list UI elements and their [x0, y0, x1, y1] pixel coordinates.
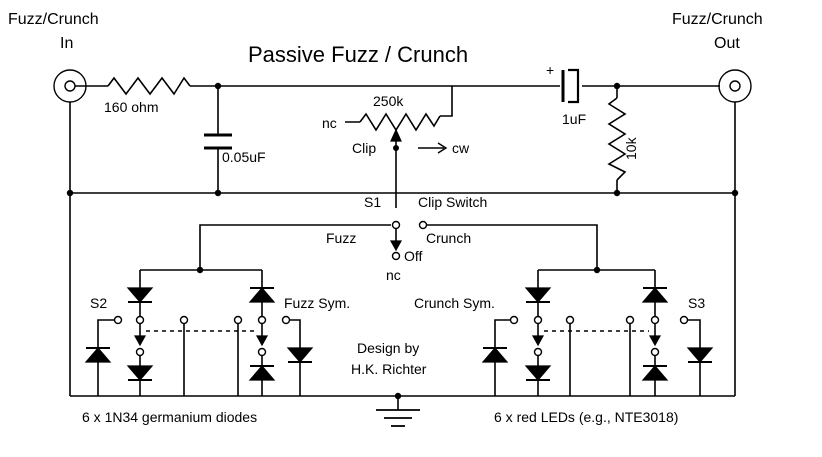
capacitor-c2	[561, 68, 580, 104]
clip-switch-label: Clip Switch	[418, 194, 487, 210]
junction-dot	[613, 189, 621, 197]
capacitor-c1	[204, 133, 232, 150]
junction-dot	[214, 189, 222, 197]
crunch-label: Crunch	[426, 230, 471, 246]
output-jack	[718, 69, 752, 103]
s1-label: S1	[364, 194, 381, 210]
left-diode-bank	[84, 266, 314, 396]
r1-label: 160 ohm	[104, 99, 158, 115]
potentiometer	[359, 112, 441, 132]
off-label: Off	[404, 248, 423, 264]
fuzz-wire	[199, 224, 391, 270]
junction-dot	[66, 189, 74, 197]
output-jack-label: Fuzz/Crunch	[672, 11, 763, 28]
r2-label: 10k	[623, 136, 639, 160]
left-caption: 6 x 1N34 germanium diodes	[82, 409, 257, 425]
c1-label: 0.05uF	[222, 149, 266, 165]
switch-s1	[389, 220, 428, 261]
right-diode-bank	[481, 266, 714, 396]
pot-clip-label: Clip	[352, 140, 376, 156]
ground-symbol	[376, 392, 420, 427]
pot-wire	[345, 86, 453, 123]
right-caption: 6 x red LEDs (e.g., NTE3018)	[494, 409, 678, 425]
fuzz-sym-label: Fuzz Sym.	[284, 295, 350, 311]
crunch-wire	[427, 224, 598, 270]
page-title: Passive Fuzz / Crunch	[248, 42, 468, 67]
pot-cw-label: cw	[452, 140, 470, 156]
s3-label: S3	[688, 295, 705, 311]
crunch-sym-label: Crunch Sym.	[414, 295, 495, 311]
wiper-arrow	[390, 128, 402, 142]
credit-line2: H.K. Richter	[351, 361, 427, 377]
resistor-r2	[607, 97, 627, 181]
c2-label: 1uF	[562, 111, 586, 127]
switch-nc-label: nc	[386, 267, 401, 283]
input-jack-label: In	[60, 35, 73, 52]
credit-line1: Design by	[357, 340, 419, 356]
input-jack-label: Fuzz/Crunch	[8, 11, 99, 28]
pot-value-label: 250k	[373, 93, 404, 109]
s2-label: S2	[90, 295, 107, 311]
c2-plus-label: +	[546, 62, 554, 78]
output-jack-label: Out	[714, 35, 740, 52]
pot-nc-label: nc	[322, 115, 337, 131]
junction-dot	[731, 189, 739, 197]
resistor-r1	[107, 76, 191, 96]
fuzz-label: Fuzz	[326, 230, 356, 246]
cw-arrow	[418, 142, 448, 154]
